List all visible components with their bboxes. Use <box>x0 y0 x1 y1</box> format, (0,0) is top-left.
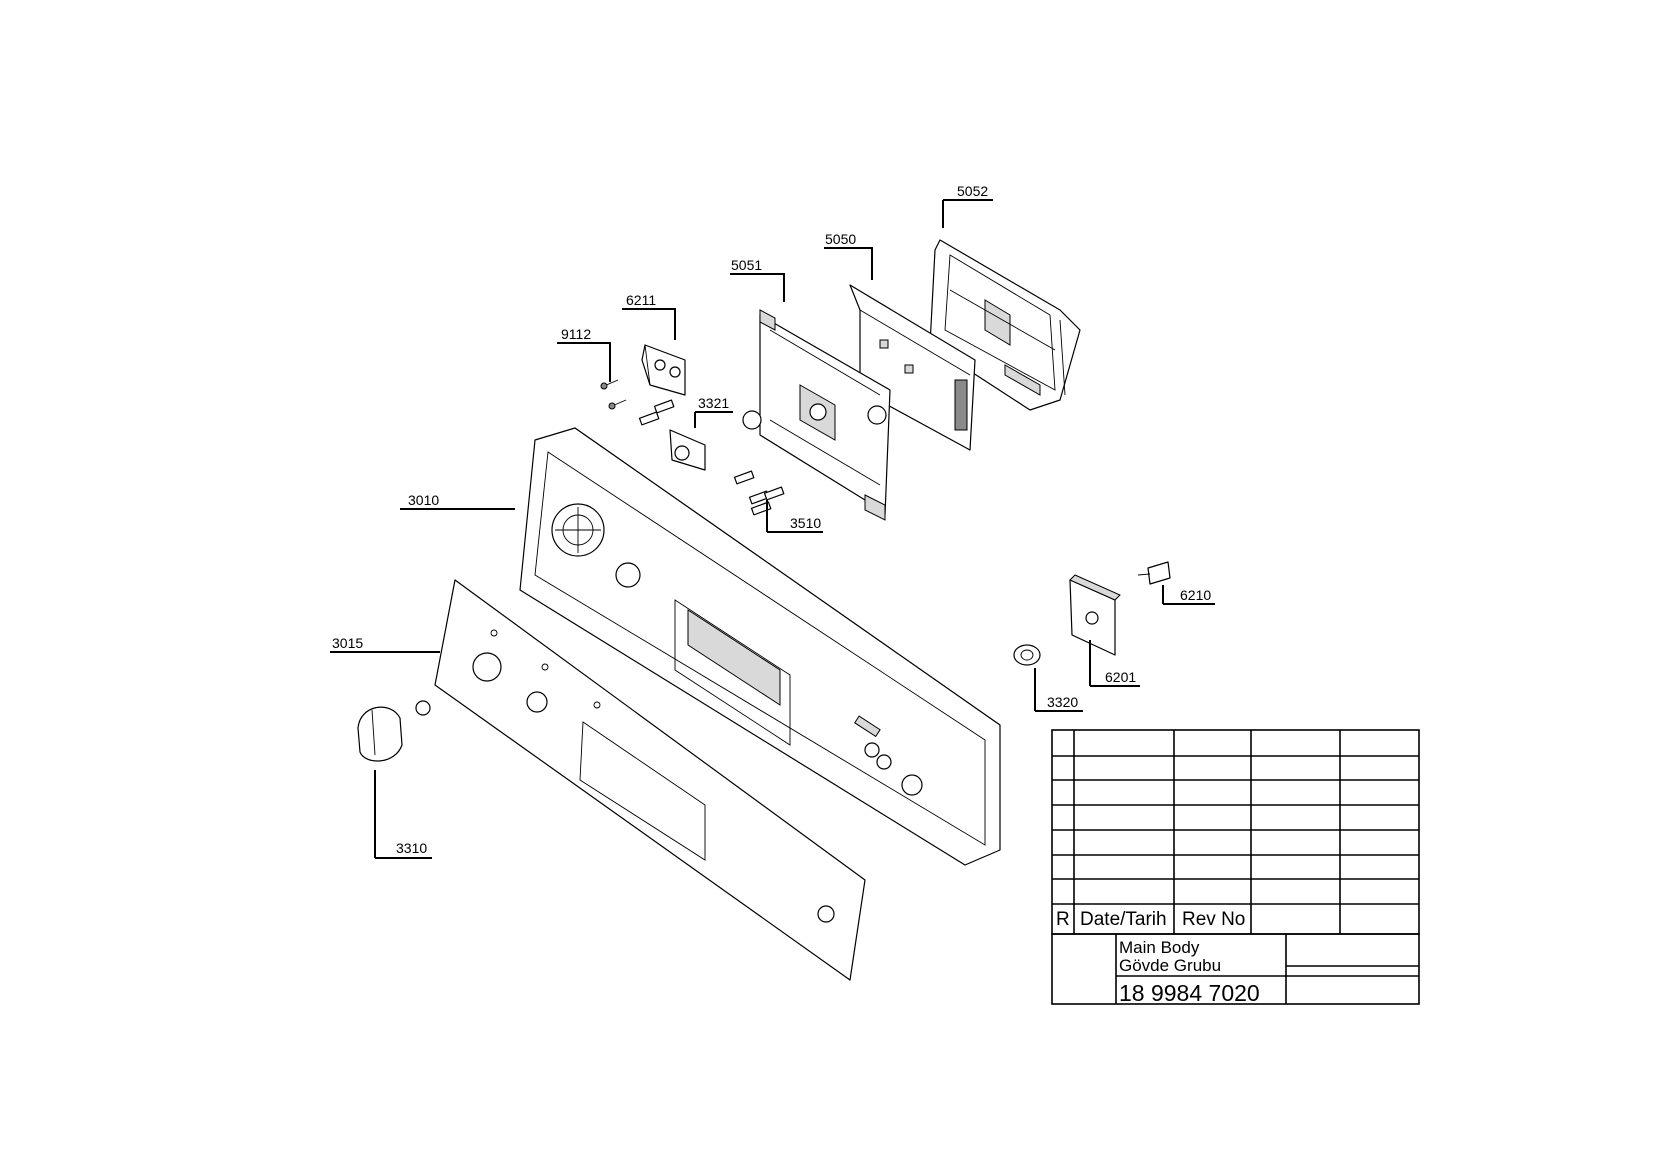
callout-5052: 5052 <box>957 183 988 199</box>
drawing-title-tr: Gövde Grubu <box>1119 956 1221 975</box>
part-6210-connector <box>1137 561 1171 585</box>
callout-3510: 3510 <box>790 515 821 531</box>
title-block: R Date/Tarih Rev No Main Body Gövde Grub… <box>1051 729 1420 1006</box>
part-6201-display-module <box>1069 574 1121 656</box>
part-3310-knob <box>357 700 431 762</box>
part-5051-bracket-frame <box>742 309 891 521</box>
callout-3321: 3321 <box>698 395 729 411</box>
callout-labels: 5052 5050 5051 6211 9112 3321 3010 3510 … <box>332 183 1211 856</box>
callout-3320: 3320 <box>1047 694 1078 710</box>
rev-header-date: Date/Tarih <box>1080 909 1167 930</box>
part-3321-knob-holder <box>669 429 706 471</box>
part-3015-fascia-plate <box>434 579 866 981</box>
part-6211-switch <box>641 344 686 396</box>
part-3510-lamp-holders <box>733 470 785 516</box>
drawing-part-number: 18 9984 7020 <box>1119 980 1260 1006</box>
callout-3010: 3010 <box>408 492 439 508</box>
part-5050-control-board <box>849 284 976 451</box>
rev-header-r: R <box>1056 909 1070 930</box>
drawing-title-en: Main Body <box>1119 938 1200 957</box>
callout-9112: 9112 <box>561 326 591 342</box>
callout-5050: 5050 <box>825 231 856 247</box>
callout-5051: 5051 <box>731 257 762 273</box>
callout-3310: 3310 <box>396 840 427 856</box>
callout-6211: 6211 <box>626 292 656 308</box>
part-3010-panel-housing <box>519 427 1001 866</box>
rev-header-revno: Rev No <box>1182 909 1245 930</box>
callout-leaders <box>330 199 1215 859</box>
part-9112-screws <box>600 379 675 426</box>
callout-6201: 6201 <box>1105 669 1136 685</box>
callout-3015: 3015 <box>332 635 363 651</box>
part-3320-cap <box>1013 644 1041 666</box>
callout-6210: 6210 <box>1180 587 1211 603</box>
